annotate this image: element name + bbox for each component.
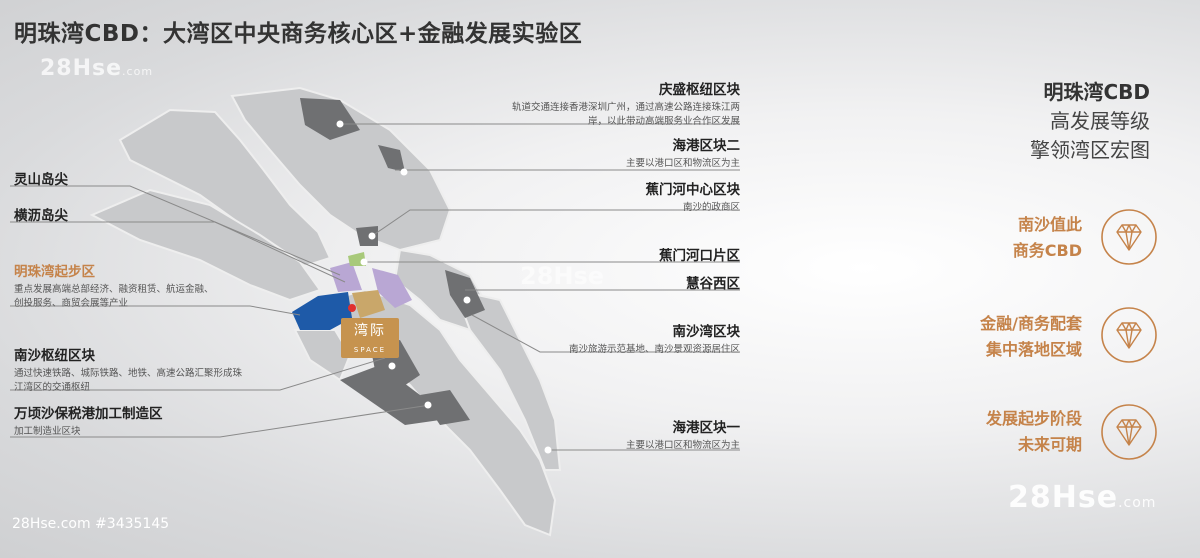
feature-line: 南沙值此 — [1017, 215, 1082, 234]
label-mingzhu-start: 明珠湾起步区 重点发展高端总部经济、融资租赁、航运金融、创投服务、商贸会展等产业 — [14, 260, 214, 311]
block-huigu-west — [445, 270, 485, 318]
space-badge-cn: 湾际 — [354, 323, 386, 339]
diamond-icon — [1101, 209, 1157, 265]
watermark-bottom-right: 28Hse.com — [1008, 480, 1157, 515]
label-desc: 加工制造业区块 — [14, 426, 81, 437]
label-desc: 南沙的政商区 — [682, 202, 740, 213]
land-northwest — [118, 108, 332, 268]
label-title: 海港区块二 — [672, 138, 741, 154]
label-huigu-west: 慧谷西区 — [540, 272, 740, 295]
feature-line: 未来可期 — [1017, 435, 1082, 454]
label-title: 庆盛枢纽区块 — [659, 82, 740, 98]
label-title: 横沥岛尖 — [14, 208, 68, 224]
label-title: 万顷沙保税港加工制造区 — [14, 406, 163, 422]
land-west-tail — [89, 188, 322, 302]
feature-line: 商务CBD — [1012, 241, 1082, 260]
label-qingsheng: 庆盛枢纽区块 轨道交通连接香港深圳广州，通过高速公路连接珠江两岸，以此带动高端服… — [500, 78, 740, 129]
zone-mingzhu-gold — [352, 290, 385, 318]
watermark-top: 28Hse.com — [40, 56, 154, 81]
footer-id: 28Hse.com #3435145 — [12, 516, 170, 532]
diamond-icon — [1101, 307, 1157, 363]
block-haigang-2 — [378, 145, 405, 172]
feature-line: 发展起步阶段 — [985, 409, 1082, 428]
map-highlights — [292, 252, 412, 358]
watermark-mid: 28Hse — [520, 262, 605, 290]
label-title: 灵山岛尖 — [14, 172, 68, 188]
label-nansha-hub: 南沙枢纽区块 通过快速铁路、城际铁路、地铁、高速公路汇聚形成珠江湾区的交通枢纽 — [14, 344, 244, 395]
land-east-strip — [453, 288, 562, 471]
block-haigang-1 — [420, 390, 470, 425]
label-desc: 主要以港口区和物流区为主 — [625, 158, 740, 169]
label-wanqingsha: 万顷沙保税港加工制造区 加工制造业区块 — [14, 402, 254, 439]
space-badge-bg — [341, 318, 399, 358]
side-title: 明珠湾CBD — [1043, 80, 1150, 104]
map-dark-blocks — [300, 98, 485, 425]
space-badge: 湾际 SPACE — [341, 320, 399, 354]
label-title: 海港区块一 — [672, 420, 741, 436]
feature-2: 金融/商务配套 集中落地区域 — [960, 311, 1082, 363]
label-desc: 南沙旅游示范基地、南沙景观资源居住区 — [568, 344, 740, 355]
label-haigang-2: 海港区块二 主要以港口区和物流区为主 — [540, 134, 740, 171]
side-subtitle-1: 高发展等级 — [1050, 109, 1150, 133]
zone-purple-east — [372, 268, 412, 308]
label-jiaomen-mouth: 蕉门河口片区 — [540, 244, 740, 267]
feature-line: 集中落地区域 — [985, 340, 1082, 359]
leader-lines — [10, 123, 740, 451]
zone-mingzhu-blue — [292, 292, 352, 330]
label-desc: 通过快速铁路、城际铁路、地铁、高速公路汇聚形成珠江湾区的交通枢纽 — [14, 368, 243, 393]
block-qingsheng — [300, 98, 360, 140]
block-jiaomen-center — [356, 226, 378, 246]
label-desc: 轨道交通连接香港深圳广州，通过高速公路连接珠江两岸，以此带动高端服务业合作区发展 — [511, 102, 740, 127]
label-title: 明珠湾起步区 — [14, 264, 95, 280]
feature-3: 发展起步阶段 未来可期 — [960, 406, 1082, 458]
space-badge-en: SPACE — [353, 346, 387, 354]
label-title: 南沙湾区块 — [672, 324, 741, 340]
space-marker — [348, 304, 356, 312]
label-haigang-1: 海港区块一 主要以港口区和物流区为主 — [540, 416, 740, 453]
page-title: 明珠湾CBD：大湾区中央商务核心区+金融发展实验区 — [14, 21, 583, 47]
map-pins — [336, 120, 552, 454]
diamond-icon — [1101, 404, 1157, 460]
label-title: 蕉门河中心区块 — [645, 182, 741, 198]
side-subtitle-2: 擎领湾区宏图 — [1030, 138, 1150, 162]
feature-1: 南沙值此 商务CBD — [960, 212, 1082, 264]
label-title: 蕉门河口片区 — [659, 248, 740, 264]
feature-line: 金融/商务配套 — [980, 314, 1082, 333]
label-title: 南沙枢纽区块 — [14, 348, 95, 364]
label-desc: 重点发展高端总部经济、融资租赁、航运金融、创投服务、商贸会展等产业 — [14, 284, 214, 309]
land-north — [230, 86, 452, 252]
block-wanqingsha — [340, 365, 440, 425]
side-title-block: 明珠湾CBD 高发展等级 擎领湾区宏图 — [1030, 78, 1150, 165]
label-title: 慧谷西区 — [686, 276, 740, 292]
label-lingshan: 灵山岛尖 — [14, 168, 68, 191]
label-desc: 主要以港口区和物流区为主 — [625, 440, 740, 451]
label-jiaomen-center: 蕉门河中心区块 南沙的政商区 — [540, 178, 741, 215]
label-nansha-bay: 南沙湾区块 南沙旅游示范基地、南沙景观资源居住区 — [500, 320, 740, 357]
label-hengli: 横沥岛尖 — [14, 204, 68, 227]
zone-lingshan — [330, 262, 362, 292]
